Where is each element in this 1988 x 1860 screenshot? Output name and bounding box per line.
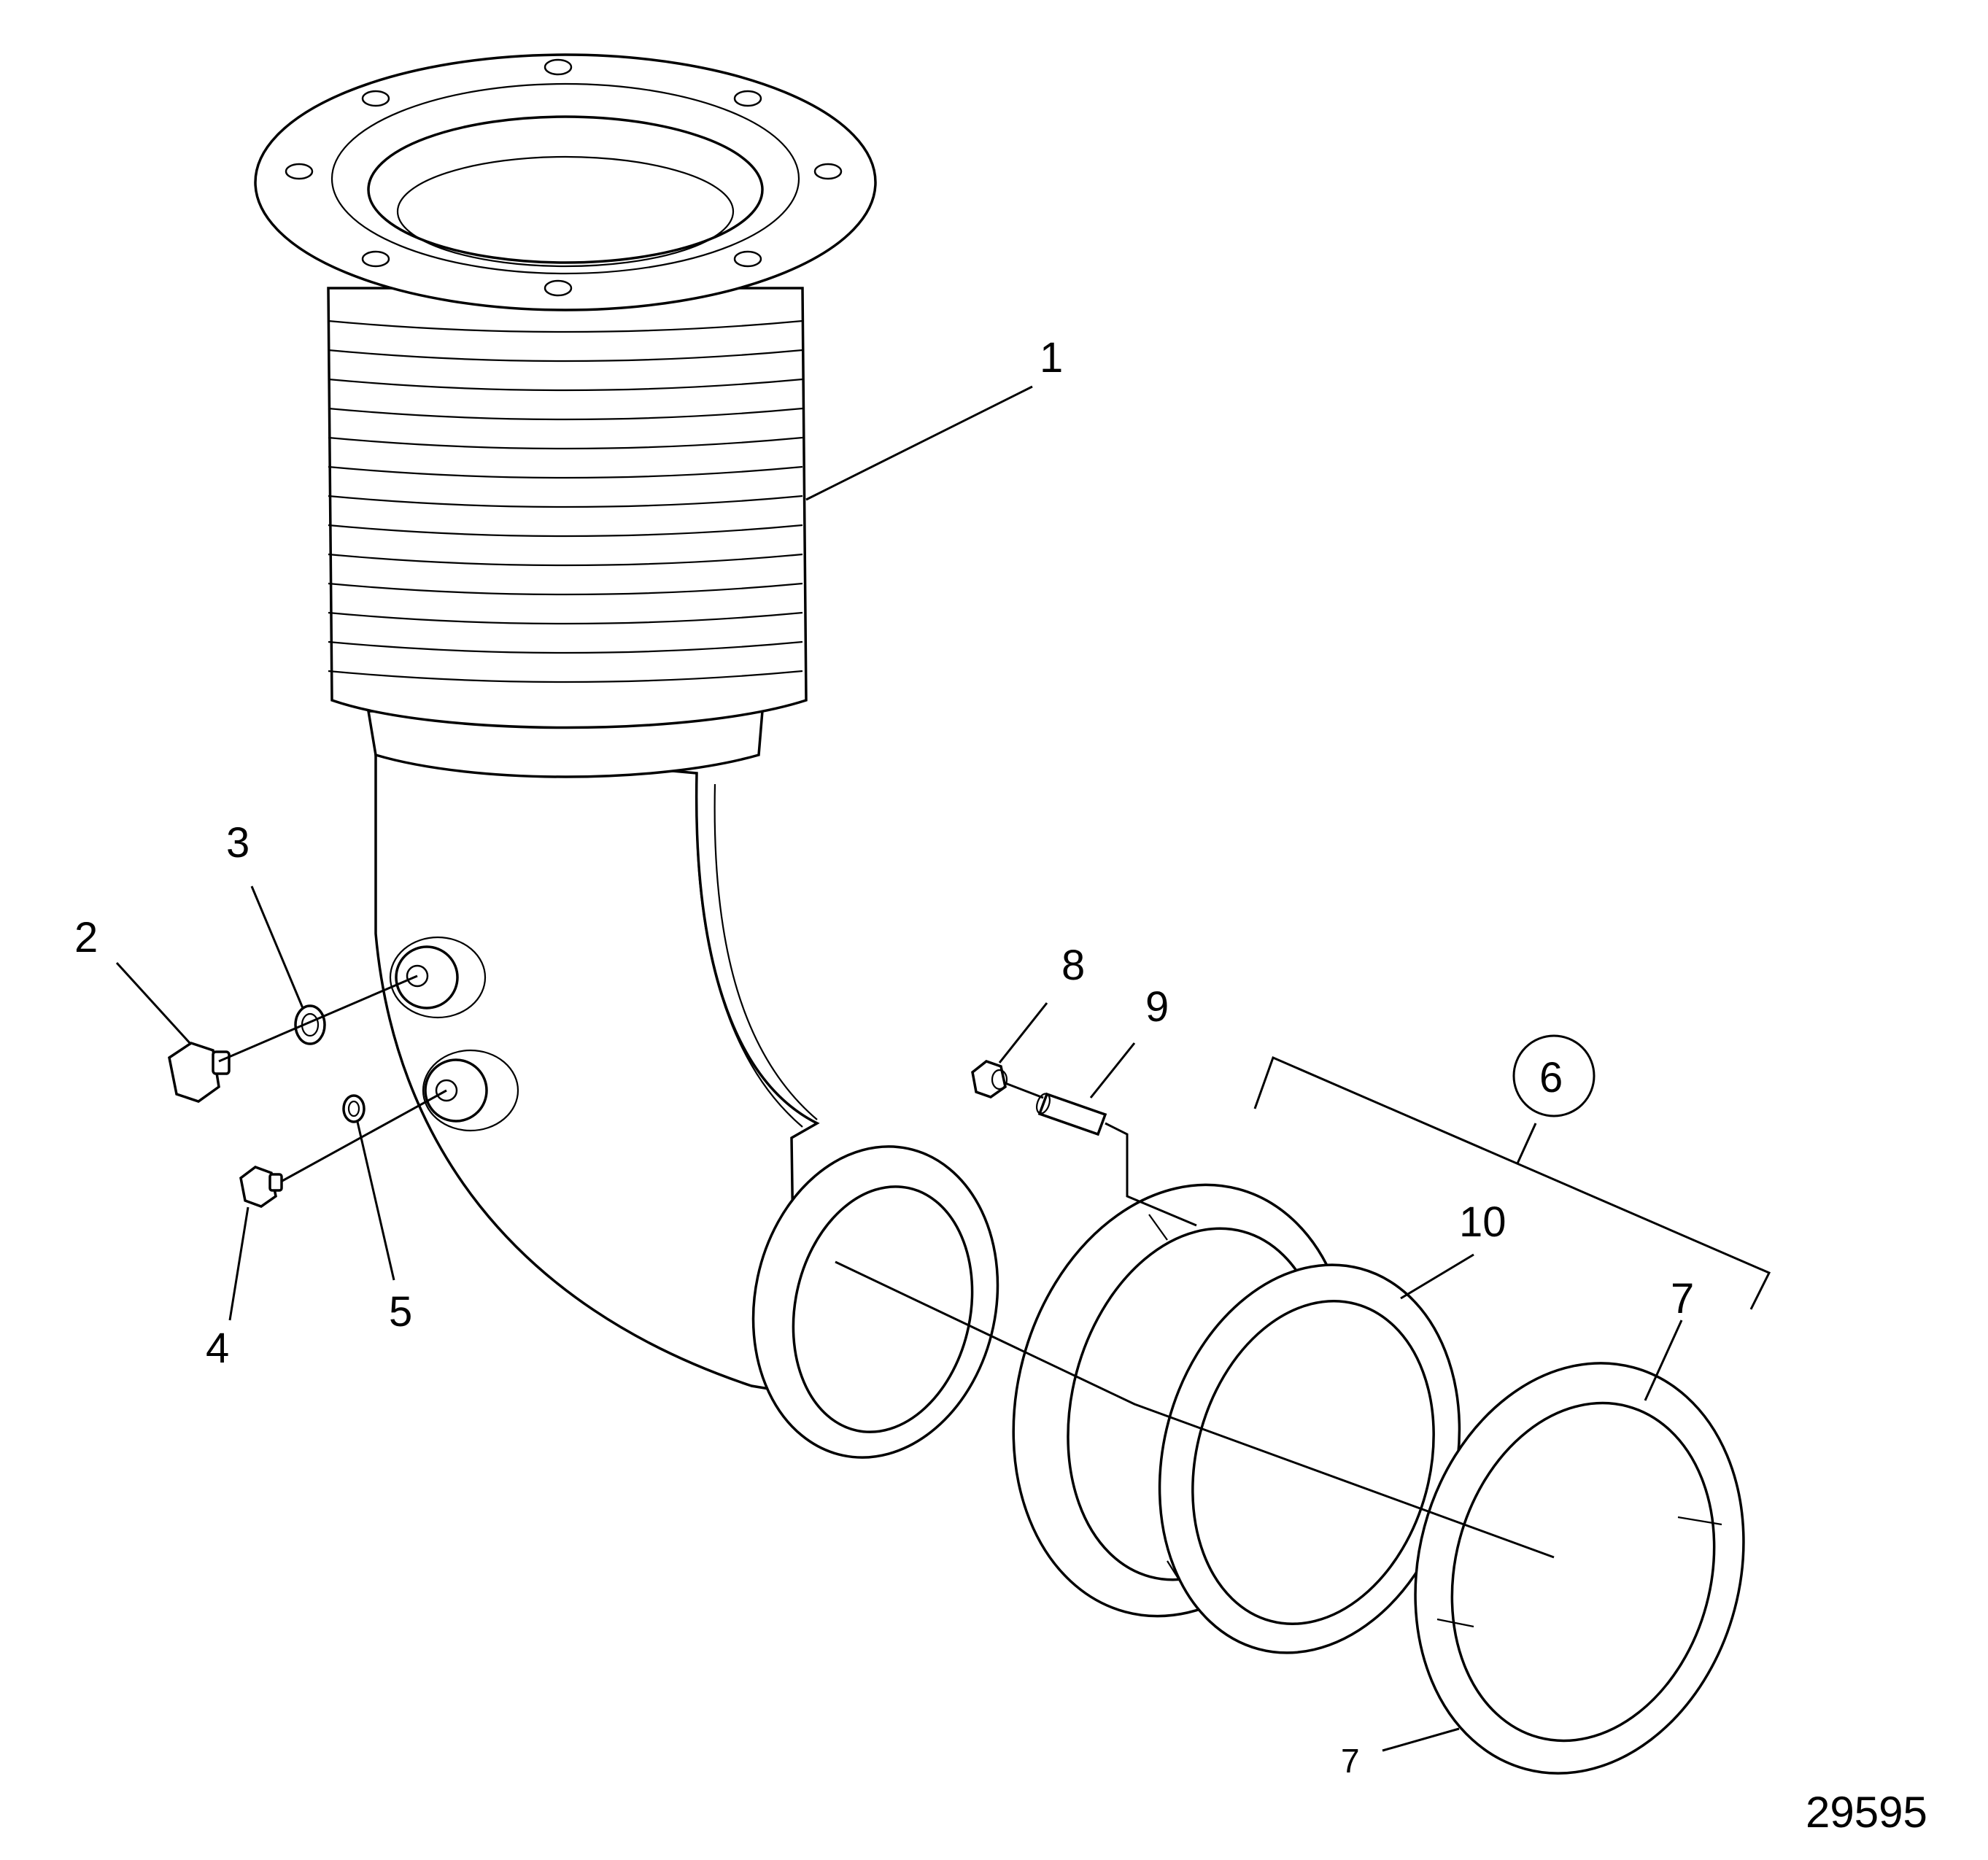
figure-number: 29595 <box>1806 1788 1927 1837</box>
bolt-hole <box>285 163 314 180</box>
callout-10: 10 <box>1459 1198 1507 1246</box>
elbow-weld-seam <box>695 783 818 1128</box>
kit-bracket-leader <box>1516 1123 1537 1164</box>
drain-plug-small <box>239 1166 283 1208</box>
flange-gasket <box>1158 1263 1461 1654</box>
callout-9: 9 <box>1145 983 1169 1031</box>
top-flange-bore <box>367 115 764 264</box>
bellows-ribs <box>328 319 803 683</box>
bolt-hole <box>361 90 390 107</box>
plug-thread <box>268 1173 283 1192</box>
top-flange-inner-ring <box>330 82 800 275</box>
assembly-axis-line <box>835 1260 1555 1559</box>
leader-1 <box>805 385 1033 501</box>
fastener-axis-lower <box>280 1089 447 1183</box>
leader-4 <box>228 1206 250 1321</box>
leader-10 <box>1400 1253 1474 1300</box>
exhaust-bellows-elbow <box>254 53 999 1459</box>
stud-bolt <box>1035 1092 1107 1136</box>
callout-5: 5 <box>389 1288 412 1336</box>
callout-labels: 1 2 3 4 5 6 7 7 8 9 10 29595 <box>74 334 1927 1837</box>
leader-2 <box>115 961 193 1046</box>
leader-5 <box>356 1121 395 1281</box>
stud-to-ring-axis <box>1105 1122 1197 1227</box>
bellows-corrugated-section <box>327 287 808 729</box>
top-flange-bolt-holes <box>285 58 843 297</box>
kit-bracket <box>1253 1055 1771 1310</box>
top-flange-bore-inner <box>396 155 735 268</box>
bolt-hole <box>733 250 762 268</box>
callout-3: 3 <box>226 819 250 867</box>
clamp-ring-half <box>1414 1362 1745 1775</box>
upper-drain-port-boss <box>389 936 487 1019</box>
plug-thread <box>212 1050 231 1075</box>
kit-callout-circle <box>1512 1034 1596 1117</box>
callout-4: 4 <box>206 1325 229 1372</box>
bellows-lower-collar <box>366 710 764 778</box>
leader-7a <box>1644 1320 1683 1401</box>
leader-3 <box>250 886 304 1009</box>
callout-8: 8 <box>1061 942 1085 989</box>
bolt-hole <box>544 58 573 76</box>
drain-plug-large <box>168 1042 231 1103</box>
bolt-hole <box>544 279 573 297</box>
leader-lines <box>115 385 1683 1752</box>
sealing-washer-small <box>342 1094 366 1123</box>
outlet-spigot-bore <box>792 1185 974 1433</box>
callout-1: 1 <box>1040 334 1063 381</box>
callout-6: 6 <box>1539 1054 1563 1101</box>
leader-9 <box>1089 1042 1136 1098</box>
lower-drain-port-boss <box>422 1049 519 1132</box>
callout-7b: 7 <box>1341 1742 1360 1780</box>
leader-7b <box>1382 1727 1460 1752</box>
leader-8 <box>998 1002 1048 1063</box>
bolt-hole <box>361 250 390 268</box>
bolt-hole <box>733 90 762 107</box>
plug-hex-head <box>239 1166 277 1208</box>
nut-to-stud-axis <box>1005 1082 1044 1099</box>
sealing-washer-large <box>294 1004 326 1045</box>
callout-7a: 7 <box>1671 1275 1694 1322</box>
bolt-hole <box>813 163 843 180</box>
plug-hex-head <box>168 1042 220 1103</box>
lock-nut <box>971 1060 1008 1098</box>
fastener-axis-upper <box>218 974 418 1063</box>
callout-2: 2 <box>74 914 98 961</box>
